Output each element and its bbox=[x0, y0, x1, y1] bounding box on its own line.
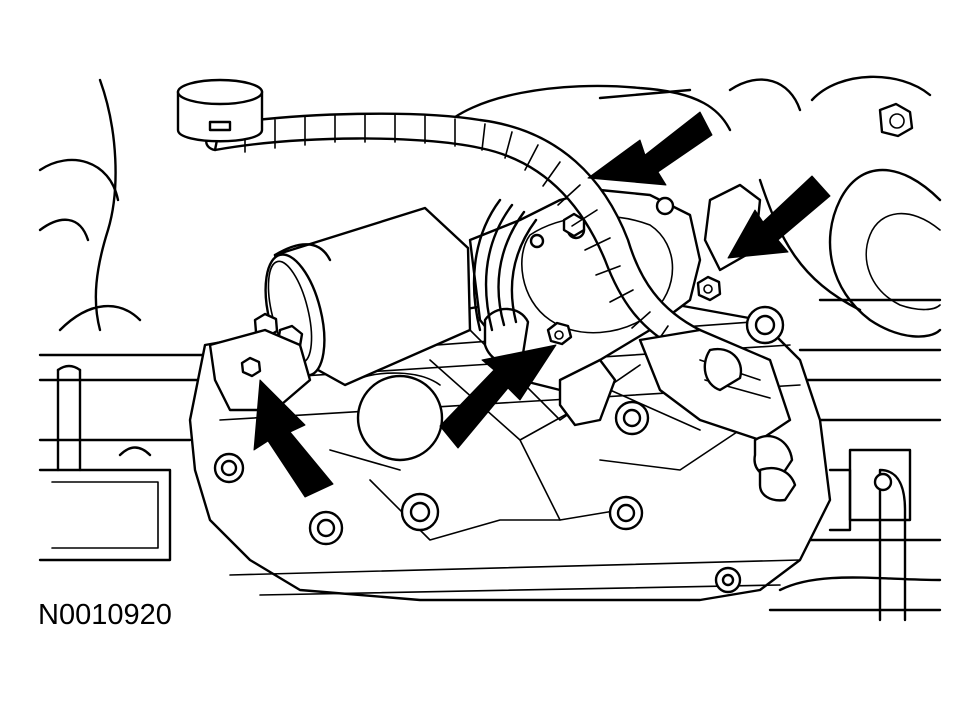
electrical-connector bbox=[638, 328, 797, 502]
rubber-mount bbox=[176, 78, 264, 143]
figure-id-label: N0010920 bbox=[38, 599, 172, 631]
arrow-indicator-right bbox=[727, 175, 831, 259]
background-structure-right bbox=[438, 75, 942, 622]
wire-bundle bbox=[472, 198, 538, 332]
actuator-motor bbox=[208, 206, 472, 412]
arrow-indicator-center bbox=[439, 344, 557, 449]
background-structure-left bbox=[38, 78, 217, 562]
arrow-indicator-left bbox=[253, 379, 334, 498]
arrow-indicator-top bbox=[587, 111, 713, 186]
